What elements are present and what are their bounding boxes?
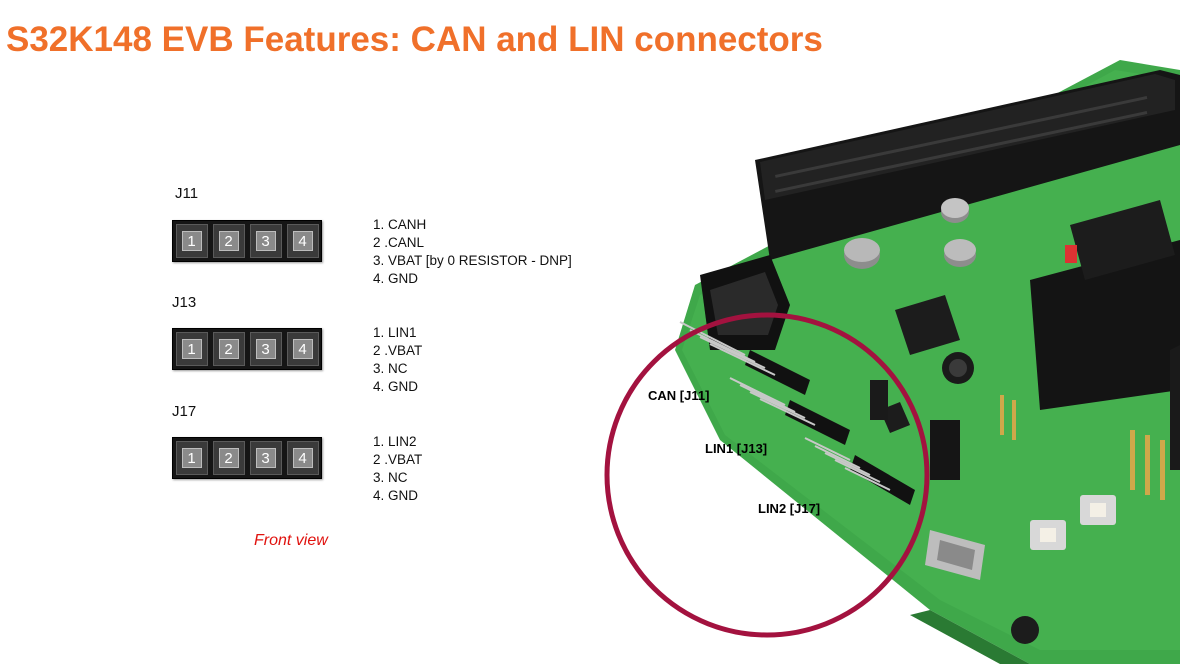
- lin2-header-j17: [804, 437, 915, 505]
- evb-board-photo: [604, 60, 1180, 664]
- connector-label-j11: J11: [175, 185, 199, 202]
- pin-cell: 4: [286, 224, 319, 258]
- pin-number: 2: [218, 231, 239, 251]
- callout-lin1-j13: LIN1 [J13]: [705, 441, 768, 456]
- right-header-block: [1030, 240, 1180, 410]
- pin-number: 3: [255, 448, 276, 468]
- pin-number: 1: [181, 448, 202, 468]
- pin-description: 4. GND: [373, 379, 419, 394]
- pin-number: 2: [218, 339, 239, 359]
- pin-cell: 1: [175, 332, 208, 366]
- pin-number: 2: [218, 448, 239, 468]
- pin-description: 3. VBAT [by 0 RESISTOR - DNP]: [373, 253, 572, 268]
- pin-cell: 4: [286, 441, 319, 475]
- pin-list-j17: 1. LIN2 2 .VBAT 3. NC 4. GND: [373, 433, 422, 505]
- highlight-circle: [604, 312, 930, 638]
- jumper-block: [930, 420, 960, 480]
- pin-description: 2 .VBAT: [373, 452, 423, 467]
- jumper: [870, 380, 888, 420]
- pin-number: 4: [292, 448, 313, 468]
- pin-number: 4: [292, 231, 313, 251]
- pin-cell: 3: [249, 224, 282, 258]
- pin-cell: 3: [249, 441, 282, 475]
- slide-title: S32K148 EVB Features: CAN and LIN connec…: [6, 20, 823, 59]
- pin-cell: 1: [175, 441, 208, 475]
- callout-can-j11: CAN [J11]: [648, 388, 710, 403]
- pin-cell: 4: [286, 332, 319, 366]
- connector-label-j13: J13: [172, 294, 197, 311]
- pin-description: 1. LIN2: [373, 434, 417, 449]
- red-header: [1065, 245, 1077, 263]
- pin-description: 4. GND: [373, 271, 419, 286]
- pin-cell: 2: [212, 441, 245, 475]
- pin-cell: 2: [212, 224, 245, 258]
- pin-number: 1: [181, 231, 202, 251]
- pin-list-j11: 1. CANH 2 .CANL 3. VBAT [by 0 RESISTOR -…: [373, 216, 572, 288]
- pin-description: 3. NC: [373, 470, 408, 485]
- mcu-chip: [1070, 200, 1175, 280]
- can-header-j11: [679, 321, 810, 395]
- pin-cell: 1: [175, 224, 208, 258]
- pin-description: 2 .CANL: [373, 235, 425, 250]
- pin-number: 1: [181, 339, 202, 359]
- mounting-hole: [1011, 616, 1039, 644]
- connector-header-j17: 1 2 3 4: [172, 437, 322, 479]
- front-view-label: Front view: [254, 532, 328, 549]
- connector-header-j13: 1 2 3 4: [172, 328, 322, 370]
- pin-list-j13: 1. LIN1 2 .VBAT 3. NC 4. GND: [373, 324, 422, 396]
- connector-header-j11: 1 2 3 4: [172, 220, 322, 262]
- pin-cell: 3: [249, 332, 282, 366]
- pin-number: 3: [255, 339, 276, 359]
- pin-description: 3. NC: [373, 361, 408, 376]
- lin1-header-j13: [729, 377, 850, 445]
- pin-description: 2 .VBAT: [373, 343, 423, 358]
- pin-number: 4: [292, 339, 313, 359]
- pin-number: 3: [255, 231, 276, 251]
- callout-lin2-j17: LIN2 [J17]: [758, 501, 821, 516]
- ic-chip: [895, 295, 960, 355]
- pin-cell: 2: [212, 332, 245, 366]
- pin-description: 4. GND: [373, 488, 419, 503]
- connector-label-j17: J17: [172, 403, 197, 420]
- pin-description: 1. LIN1: [373, 325, 417, 340]
- pin-description: 1. CANH: [373, 217, 427, 232]
